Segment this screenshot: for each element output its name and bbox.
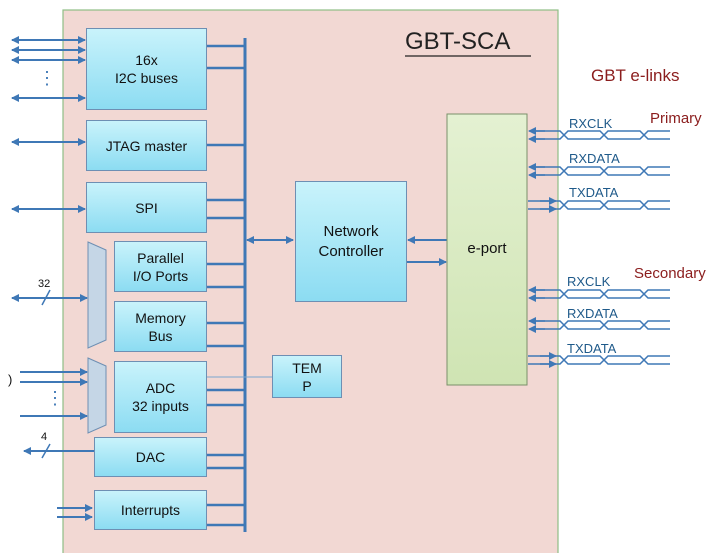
gpio-block: Parallel I/O Ports [114,241,207,292]
temp-sensor-block: TEM P [272,355,342,398]
gpio-block-label: Parallel I/O Ports [132,249,189,284]
adc-block-label: ADC 32 inputs [132,380,189,414]
eport-block-shape [446,113,528,386]
i2c-block: 16x I2C buses [86,28,207,110]
spi-block: SPI [86,182,207,233]
chip-title: GBT-SCA [405,28,511,55]
gpio-bus-width: 32 [38,278,51,290]
adc-block: ADC 32 inputs [114,361,207,433]
secondary-txdata-label: TXDATA [567,341,617,356]
elink-signals [528,127,670,368]
primary-label: Primary [650,110,702,127]
secondary-label: Secondary [634,265,706,282]
adc-ellipsis: ⋮ [46,388,64,408]
interrupts-block-label: Interrupts [120,502,181,518]
interrupt-input-arrows [57,504,93,521]
dac-block: DAC [94,437,207,477]
spi-block-label: SPI [135,199,158,216]
adc-mux [87,357,107,434]
i2c-ellipsis: ⋮ [38,68,56,88]
jtag-block-label: JTAG master [105,137,188,154]
interrupts-block: Interrupts [94,490,207,530]
memory-bus-block-label: Memory Bus [135,309,186,344]
jtag-block: JTAG master [86,120,207,171]
secondary-rxclk-label: RXCLK [567,274,611,289]
primary-rxdata-label: RXDATA [569,151,620,166]
memory-bus-block: Memory Bus [114,301,207,352]
i2c-block-label: 16x I2C buses [114,52,179,86]
i2c-external-arrows [11,36,86,102]
dac-bus-slash [41,443,51,459]
gpio-mux [87,241,107,349]
dac-block-label: DAC [135,449,166,465]
elinks-title: GBT e-links [591,66,680,85]
bus-wires [207,44,245,527]
dac-bus-width: 4 [41,431,48,443]
primary-rxclk-label: RXCLK [569,116,613,131]
secondary-rxdata-label: RXDATA [567,306,618,321]
eport-label: e-port [467,240,507,257]
network-controller-label: Network Controller [318,222,384,260]
network-controller-block: Network Controller [295,181,407,302]
gpio-bus-slash [41,289,51,306]
adc-input-arrows [20,368,88,420]
temp-sensor-label: TEM P [292,359,322,394]
primary-txdata-label: TXDATA [569,185,619,200]
adc-input-paren: ) [8,372,13,387]
